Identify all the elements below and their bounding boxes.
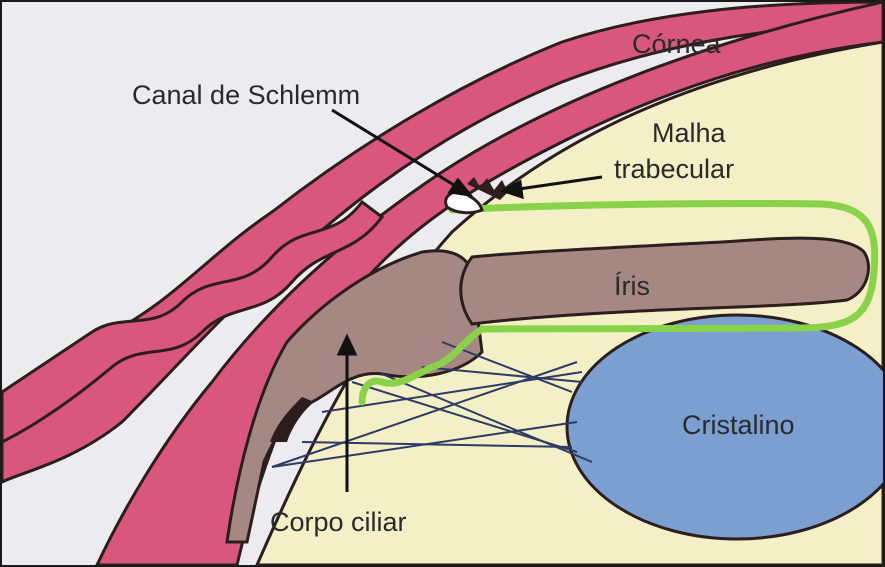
label-malha: Malha <box>652 118 727 148</box>
label-cornea: Córnea <box>632 29 722 59</box>
label-schlemm-canal: Canal de Schlemm <box>132 80 360 110</box>
label-cristalino: Cristalino <box>682 410 795 440</box>
label-trabecular: trabecular <box>614 154 734 184</box>
label-iris: Íris <box>614 271 650 301</box>
label-corpo-ciliar: Corpo ciliar <box>270 507 407 537</box>
